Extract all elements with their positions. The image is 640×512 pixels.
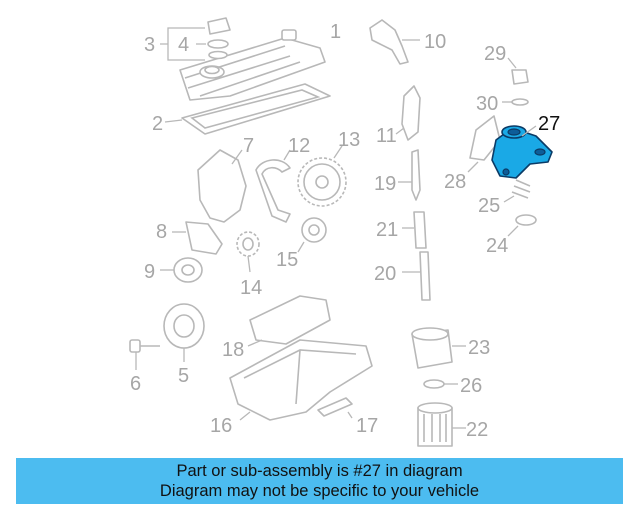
label-13: 13 — [338, 129, 360, 151]
part-23-filter-housing — [411, 327, 466, 369]
part-8-bracket — [172, 221, 223, 255]
label-17: 17 — [356, 415, 378, 437]
label-30: 30 — [476, 93, 498, 115]
label-26: 26 — [460, 375, 482, 397]
part-6-bolt — [129, 339, 160, 370]
label-16: 16 — [210, 415, 232, 437]
part-26-seal — [423, 379, 458, 389]
label-15: 15 — [276, 249, 298, 271]
part-30-washer — [502, 98, 529, 106]
label-5: 5 — [178, 365, 189, 387]
part-28-gasket — [467, 115, 501, 173]
part-27-highlighted[interactable] — [491, 125, 553, 179]
part-16-oil-pan — [229, 339, 373, 421]
label-27-highlighted: 27 — [538, 113, 560, 135]
parts-diagram: 1 2 3 4 5 6 7 8 9 10 11 12 13 14 15 16 1… — [129, 17, 560, 447]
part-24-o-ring — [507, 214, 537, 237]
label-22: 22 — [466, 419, 488, 441]
part-22-oil-filter — [417, 402, 466, 447]
label-8: 8 — [156, 221, 167, 243]
part-10-cover — [369, 19, 420, 65]
part-13-gear — [297, 145, 347, 207]
label-7: 7 — [243, 135, 254, 157]
part-29-sensor — [507, 57, 529, 85]
label-21: 21 — [376, 219, 398, 241]
label-29: 29 — [484, 43, 506, 65]
label-2: 2 — [152, 113, 163, 135]
part-12-belt — [255, 149, 291, 223]
label-23: 23 — [468, 337, 490, 359]
label-20: 20 — [374, 263, 396, 285]
label-19: 19 — [374, 173, 396, 195]
part-19-dipstick — [398, 149, 421, 201]
banner-line-disclaimer: Diagram may not be specific to your vehi… — [159, 482, 480, 500]
label-3: 3 — [144, 34, 155, 56]
part-3-4-filler-cap — [160, 17, 231, 61]
part-21-tube — [402, 211, 427, 249]
label-25: 25 — [478, 195, 500, 217]
part-11-bracket — [395, 85, 421, 141]
part-14-sprocket — [236, 231, 260, 273]
label-11: 11 — [376, 125, 397, 147]
part-17-sealant — [317, 397, 353, 419]
part-15-idler — [297, 217, 327, 253]
label-6: 6 — [130, 373, 141, 395]
label-14: 14 — [240, 277, 262, 299]
part-7-timing-cover — [197, 149, 247, 223]
part-1-valve-cover — [179, 29, 326, 101]
label-18: 18 — [222, 339, 244, 361]
part-18-baffle — [247, 295, 331, 347]
label-10: 10 — [424, 31, 446, 53]
part-5-crank-pulley — [163, 303, 205, 362]
part-2-gasket — [164, 83, 331, 135]
part-25-spring — [503, 179, 531, 203]
label-4: 4 — [178, 34, 189, 56]
label-28: 28 — [444, 171, 466, 193]
part-9-pulley — [160, 257, 203, 283]
info-banner: Part or sub-assembly is #27 in diagram D… — [16, 458, 623, 504]
label-1: 1 — [330, 21, 341, 43]
part-20-tube — [402, 251, 431, 301]
label-9: 9 — [144, 261, 155, 283]
label-12: 12 — [288, 135, 310, 157]
banner-line-part: Part or sub-assembly is #27 in diagram — [176, 462, 463, 480]
label-24: 24 — [486, 235, 508, 257]
